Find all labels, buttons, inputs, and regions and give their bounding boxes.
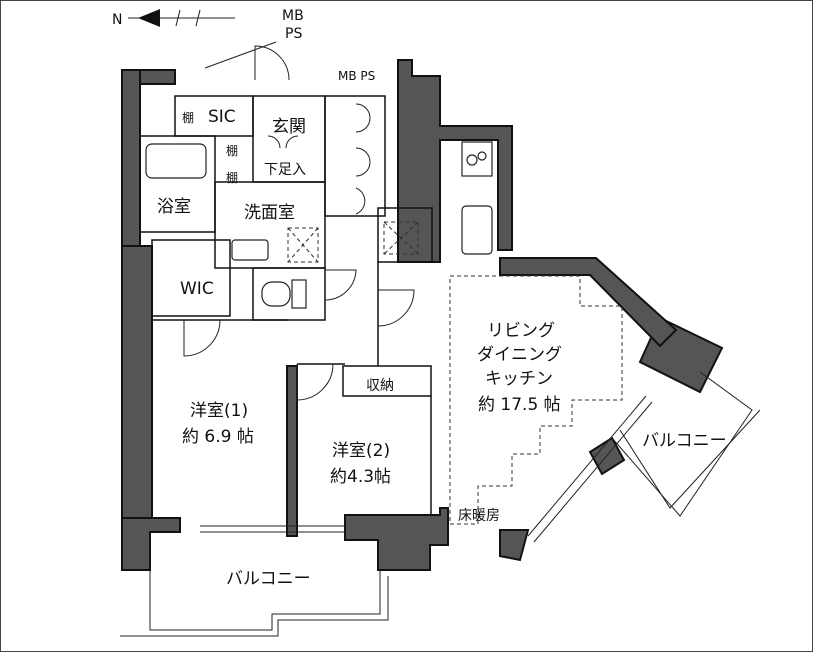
fridge-space-icon — [383, 221, 419, 255]
shelf-label: 棚 — [182, 110, 194, 125]
shoe-storage-label: 下足入 — [264, 162, 306, 178]
balconies — [120, 371, 761, 637]
mb-ps-top: MB PS — [204, 8, 304, 69]
living-area-label: 約 17.5 帖 — [478, 395, 561, 415]
bathtub-icon — [145, 143, 207, 179]
kitchen-sink-icon — [461, 205, 493, 255]
genkan-label: 玄関 — [272, 117, 306, 137]
sink-icon — [231, 239, 269, 261]
mb-label: MB — [282, 8, 304, 24]
compass-arrow-icon — [138, 9, 160, 27]
room2-area-label: 約4.3帖 — [330, 467, 391, 487]
fixtures — [145, 141, 493, 309]
shelf-label-2: 棚 — [226, 143, 238, 158]
shelf-label-3: 棚 — [226, 170, 238, 185]
compass-north-label: N — [112, 12, 122, 28]
toilet-icon — [261, 281, 291, 307]
bath-label: 浴室 — [157, 197, 191, 217]
room1-label: 洋室(1) — [190, 401, 248, 421]
floor-heating-label: 床暖房 — [458, 508, 500, 524]
washer-space-icon — [287, 227, 319, 263]
room2-label: 洋室(2) — [332, 441, 390, 461]
doors — [183, 45, 415, 401]
mb-ps-right-label: MB PS — [338, 69, 375, 83]
balcony-right-label: バルコニー — [642, 431, 727, 451]
balcony-bottom-label: バルコニー — [226, 569, 311, 589]
living-label-2: ダイニング — [477, 345, 562, 365]
living-label-1: リビング — [487, 321, 555, 341]
room-labels: MB PS SIC 玄関 下足入 棚 棚 棚 浴室 洗面室 WIC 収納 リビン… — [157, 69, 727, 589]
wic-label: WIC — [180, 279, 214, 299]
room1-area-label: 約 6.9 帖 — [182, 427, 254, 447]
washroom-label: 洗面室 — [244, 203, 295, 223]
compass: N — [112, 9, 235, 28]
ps-label-text: PS — [285, 26, 302, 42]
sic-label: SIC — [208, 107, 236, 127]
living-label-3: キッチン — [485, 369, 553, 389]
interior-lines — [139, 95, 653, 543]
storage-label: 収納 — [366, 378, 394, 394]
